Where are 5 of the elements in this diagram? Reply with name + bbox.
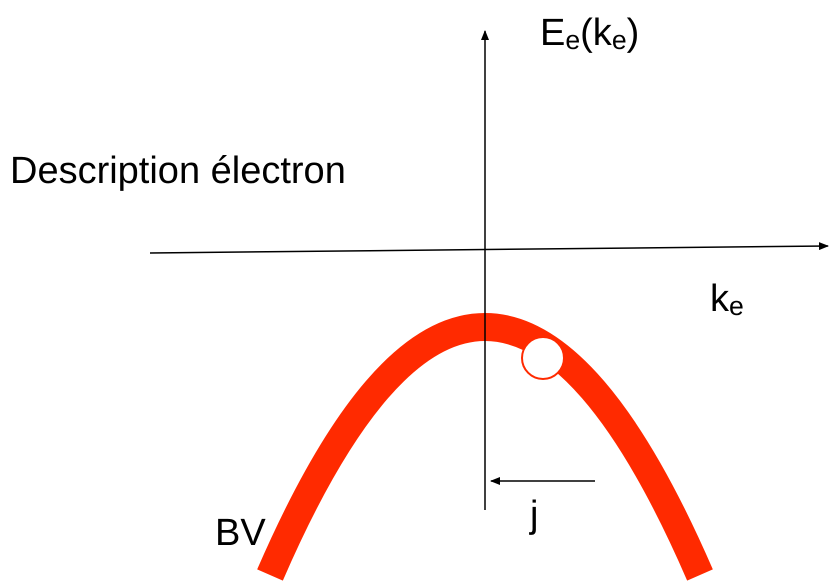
description-text: Description électron [10, 152, 346, 190]
axis-label: k$_{e}$ [710, 280, 744, 320]
band-label: BV [215, 514, 266, 552]
direction-label: j [530, 496, 538, 534]
axis-label: E$_{e}$(k$_{e}$) [540, 14, 640, 54]
